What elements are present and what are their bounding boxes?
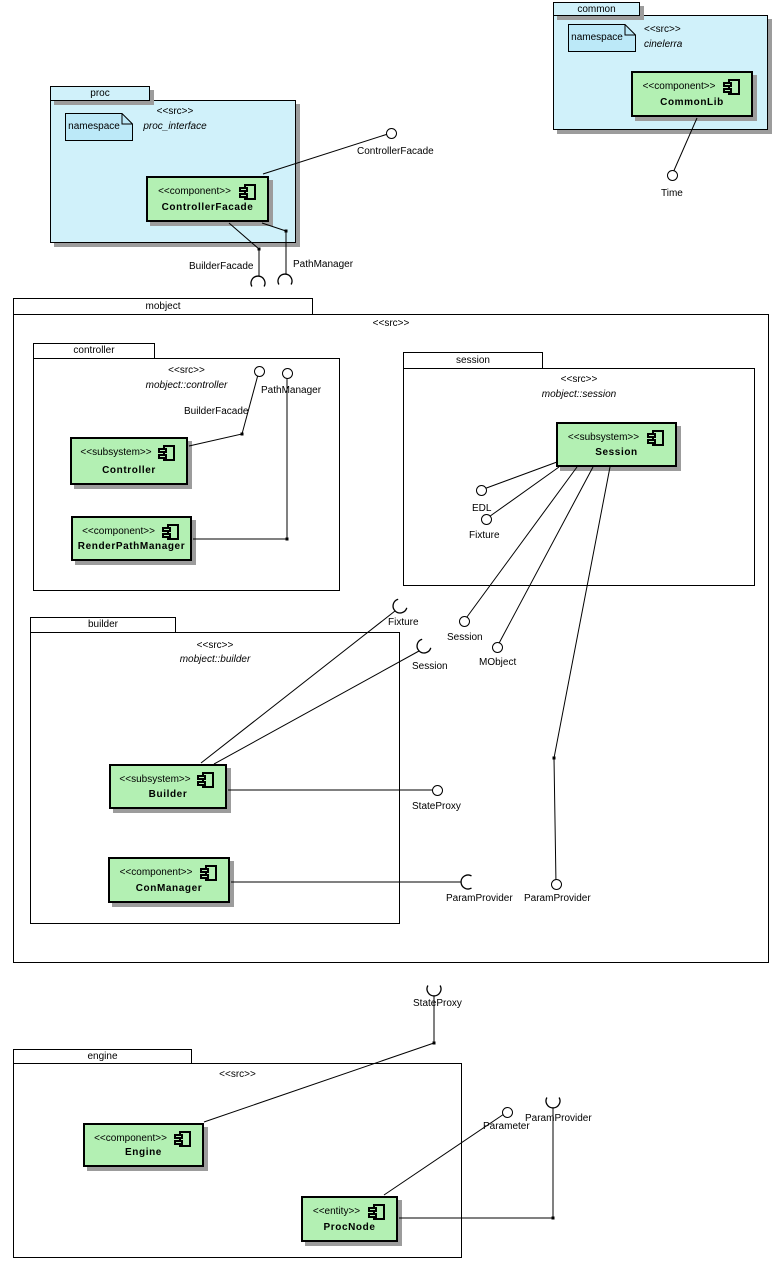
package-session-name: mobject::session (541, 389, 617, 400)
namespace-note-common[interactable]: namespace (568, 24, 636, 52)
component-name: ConManager (135, 883, 203, 894)
package-session-stereotype: <<src>> (560, 374, 598, 385)
component-stereotype: <<component>> (94, 1133, 167, 1144)
package-engine-stereotype: <<src>> (219, 1069, 256, 1080)
time-ball-label: Time (661, 188, 683, 199)
package-engine-tab[interactable]: engine (13, 1049, 192, 1064)
component-session[interactable]: <<subsystem>> Session (556, 422, 677, 467)
package-proc-name: proc_interface (143, 121, 207, 132)
component-icon (158, 445, 175, 461)
component-stereotype: <<component>> (119, 867, 193, 878)
component-renderpathmanager[interactable]: <<component>> RenderPathManager (71, 516, 192, 561)
component-stereotype: <<subsystem>> (119, 774, 191, 785)
component-icon (162, 524, 179, 540)
edl-ball-label: EDL (472, 503, 492, 514)
pathmanager-ball-label: PathManager (261, 385, 322, 396)
component-name: ProcNode (323, 1222, 376, 1233)
fixture-ball-label: Fixture (469, 530, 500, 541)
procnode-paramprovider-socket-icon[interactable] (545, 1097, 561, 1109)
package-session-body[interactable] (403, 368, 755, 586)
package-mobject-stereotype: <<src>> (372, 318, 410, 329)
paramprovider-ball-icon[interactable] (551, 879, 562, 890)
package-common-tab[interactable]: common (553, 2, 640, 16)
elbow-dot (551, 1216, 555, 1220)
procnode-paramprovider-socket-label: ParamProvider (525, 1113, 592, 1124)
package-controller-name: mobject::controller (145, 380, 228, 391)
component-name: Engine (125, 1147, 162, 1158)
stateproxy-ball-icon[interactable] (432, 785, 443, 796)
package-common-stereotype: <<src>> (644, 24, 681, 35)
package-proc-tab[interactable]: proc (50, 86, 150, 101)
session-ball-icon[interactable] (459, 616, 470, 627)
pathmanager-ball-icon[interactable] (282, 368, 293, 379)
component-name: ControllerFacade (161, 202, 254, 213)
package-session-tab[interactable]: session (403, 352, 543, 369)
elbow-dot (257, 247, 261, 251)
component-icon (239, 184, 256, 200)
edl-ball-icon[interactable] (476, 485, 487, 496)
stateproxy-ball-label: StateProxy (412, 801, 461, 812)
component-controller[interactable]: <<subsystem>> Controller (70, 437, 188, 485)
stateproxy-socket-icon[interactable] (426, 985, 442, 997)
note-shape (65, 113, 133, 141)
component-stereotype: <<subsystem>> (80, 447, 152, 458)
namespace-note-proc[interactable]: namespace (65, 113, 133, 141)
note-shape (568, 24, 636, 52)
component-icon (197, 772, 214, 788)
paramprovider-ball-label: ParamProvider (524, 893, 591, 904)
component-engine[interactable]: <<component>> Engine (83, 1123, 204, 1167)
fixture-ball-icon[interactable] (481, 514, 492, 525)
pathmanager-socket-icon[interactable] (277, 273, 293, 285)
session-socket-label: Session (412, 661, 448, 672)
namespace-note-label: namespace (571, 32, 623, 43)
builderfacade-socket-label: BuilderFacade (189, 261, 254, 272)
builderfacade-ball-label: BuilderFacade (184, 406, 249, 417)
component-stereotype: <<component>> (158, 186, 231, 197)
builderfacade-ball-icon[interactable] (254, 366, 265, 377)
stateproxy-socket-label: StateProxy (413, 998, 462, 1009)
conmanager-paramprovider-socket-label: ParamProvider (446, 893, 513, 904)
component-conmanager[interactable]: <<component>> ConManager (108, 857, 230, 903)
component-name: CommonLib (660, 97, 724, 108)
package-controller-stereotype: <<src>> (168, 365, 205, 376)
package-common-name: cinelerra (644, 39, 683, 50)
package-mobject-tab[interactable]: mobject (13, 298, 313, 315)
component-commonlib[interactable]: <<component>> CommonLib (631, 71, 753, 117)
package-controller-tab[interactable]: controller (33, 343, 155, 359)
component-procnode[interactable]: <<entity>> ProcNode (301, 1196, 398, 1242)
time-ball-icon[interactable] (667, 170, 678, 181)
package-builder-stereotype: <<src>> (196, 640, 234, 651)
component-name: Builder (148, 789, 188, 800)
component-name: Session (595, 447, 638, 458)
component-icon (174, 1131, 191, 1147)
component-builder[interactable]: <<subsystem>> Builder (109, 764, 227, 809)
fixture-socket-label: Fixture (388, 617, 419, 628)
component-name: Controller (102, 465, 156, 476)
mobject-ball-icon[interactable] (492, 642, 503, 653)
component-icon (200, 865, 217, 881)
package-builder-name: mobject::builder (179, 654, 251, 665)
mobject-ball-label: MObject (479, 657, 517, 668)
component-stereotype: <<component>> (82, 526, 155, 537)
component-stereotype: <<subsystem>> (567, 432, 640, 443)
package-builder-tab[interactable]: builder (30, 617, 176, 633)
package-proc-stereotype: <<src>> (156, 106, 194, 117)
parameter-ball-label: Parameter (483, 1121, 530, 1132)
component-icon (723, 79, 740, 95)
component-controllerfacade[interactable]: <<component>> ControllerFacade (146, 176, 269, 222)
controllerfacade-ball-icon[interactable] (386, 128, 397, 139)
component-stereotype: <<component>> (642, 81, 716, 92)
component-stereotype: <<entity>> (312, 1206, 361, 1217)
pathmanager-socket-label: PathManager (293, 259, 354, 270)
controllerfacade-ball-label: ControllerFacade (357, 146, 434, 157)
parameter-ball-icon[interactable] (502, 1107, 513, 1118)
builderfacade-socket-icon[interactable] (250, 275, 266, 287)
component-name: RenderPathManager (77, 541, 186, 552)
elbow-dot (432, 1041, 436, 1045)
namespace-note-label: namespace (68, 121, 120, 132)
component-icon (368, 1204, 385, 1220)
component-icon (647, 430, 664, 446)
session-ball-label: Session (447, 632, 483, 643)
